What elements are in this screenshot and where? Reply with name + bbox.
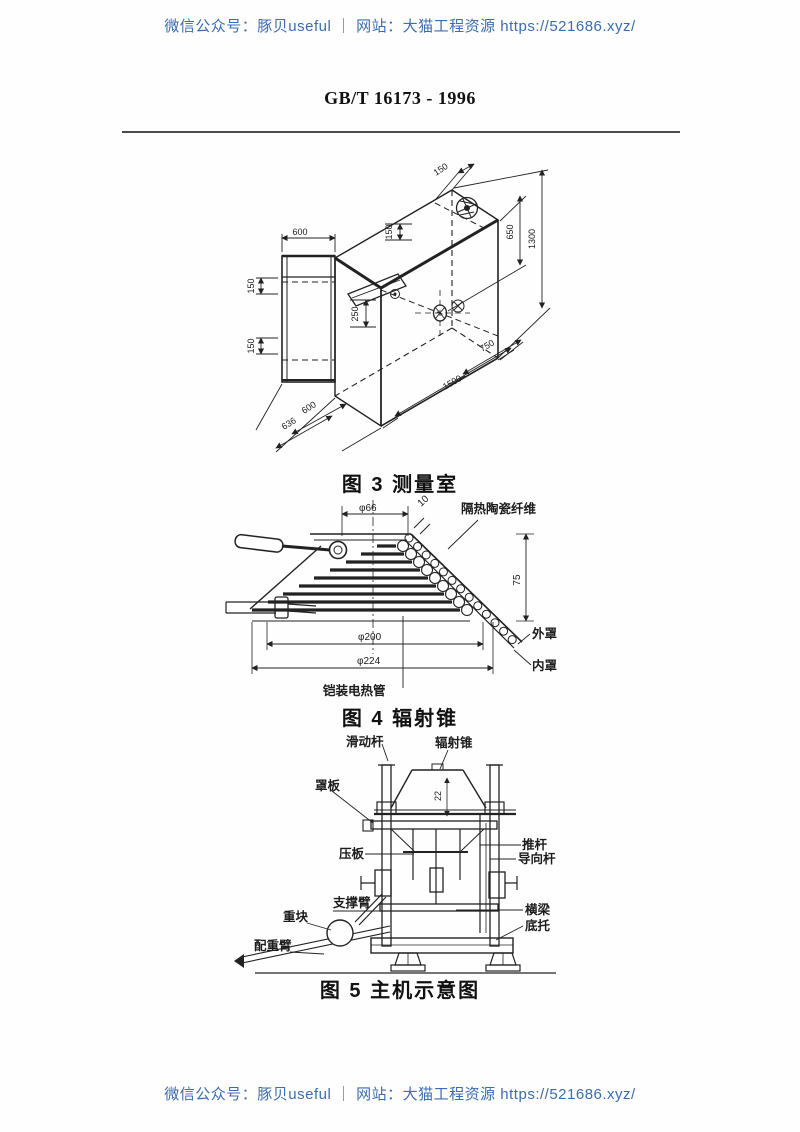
- figure5-dimensions: 22: [433, 777, 450, 817]
- base-and-feet: [255, 937, 556, 974]
- figure4-dimensions: φ66 10 75 φ200 φ224: [251, 493, 534, 674]
- label-bottom-support: 底托: [525, 918, 551, 933]
- fan-icon: [455, 196, 479, 220]
- dim-150-left-a: 150: [246, 278, 256, 293]
- figure5-caption: 图 5 主机示意图: [319, 980, 481, 1002]
- radiation-cone-shape: [390, 763, 487, 809]
- fiber-coil: [404, 533, 517, 645]
- label-sliding-rod: 滑动杆: [346, 734, 384, 749]
- dim-600-bottom: 600: [300, 399, 318, 415]
- dim-600-top: 600: [292, 227, 307, 237]
- dim-150-top: 150: [432, 161, 450, 178]
- figure3-caption: 图 3 测量室: [341, 474, 459, 496]
- dim-150-left-b: 150: [246, 338, 256, 353]
- footer-watermark: 微信公众号：豚贝useful ｜ 网站：大猫工程资源 https://52168…: [164, 1086, 636, 1103]
- dim-650: 650: [505, 224, 515, 239]
- label-outer-cover: 外罩: [531, 626, 558, 641]
- dim-phi200: φ200: [358, 632, 382, 643]
- dim-1300: 1300: [527, 229, 537, 249]
- dim-phi224: φ224: [357, 656, 381, 667]
- figure5-part-labels: 滑动杆 辐射锥 罩板 压板 推杆 导向杆 支撑臂 横梁 底托 重块 配重臂: [254, 734, 556, 955]
- label-ceramic-fiber: 隔热陶瓷纤维: [461, 501, 537, 516]
- figure3-dimensions: 150 1300 650 600 150 150 250: [246, 161, 551, 453]
- dim-150-mid: 150: [384, 224, 394, 239]
- figure4-caption: 图 4 辐射锥: [341, 708, 459, 730]
- dim-250: 250: [350, 306, 360, 321]
- weight-circle: [326, 919, 354, 947]
- side-panel: [281, 254, 336, 383]
- label-push-rod: 推杆: [522, 837, 548, 852]
- standard-number-title: GB/T 16173 - 1996: [324, 88, 476, 108]
- label-guide-rod: 导向杆: [518, 851, 556, 866]
- handle: [234, 533, 348, 560]
- label-support-arm: 支撑臂: [332, 895, 371, 910]
- counterweight-assembly: [234, 919, 391, 968]
- label-inner-cover: 内罩: [532, 658, 558, 673]
- dim-750: 750: [478, 338, 496, 354]
- figure5-drawing: 22 滑动杆 辐射锥 罩板 压板 推杆 导向杆 支撑臂 横梁 底托 重块 配重臂: [234, 734, 556, 974]
- dim-75: 75: [512, 574, 523, 586]
- dim-10: 10: [416, 493, 432, 509]
- label-cover-plate: 罩板: [315, 778, 341, 793]
- figure4-part-labels: 隔热陶瓷纤维 外罩 内罩 铠装电热管: [322, 501, 558, 698]
- frame-structure: [354, 764, 518, 947]
- figure4-drawing: φ66 10 75 φ200 φ224 隔热陶瓷纤维 外罩 内罩 铠装电热管: [225, 493, 558, 698]
- label-weight: 重块: [283, 909, 309, 924]
- label-heater-tube: 铠装电热管: [322, 683, 386, 698]
- dim-636: 636: [280, 415, 298, 431]
- label-counterweight-arm: 配重臂: [254, 938, 292, 953]
- label-press-plate: 压板: [339, 846, 365, 861]
- heater-tubes: [252, 539, 474, 617]
- sample-door: [347, 273, 465, 313]
- port-circle: [415, 290, 470, 338]
- label-radiation-cone: 辐射锥: [435, 735, 473, 750]
- label-cross-beam: 横梁: [525, 902, 551, 917]
- header-watermark: 微信公众号：豚贝useful ｜ 网站：大猫工程资源 https://52168…: [164, 18, 636, 35]
- figure3-drawing: 150 1300 650 600 150 150 250: [246, 161, 551, 453]
- dim-phi66: φ66: [359, 503, 377, 514]
- dim-22: 22: [433, 791, 443, 801]
- cone-shell: [249, 533, 523, 649]
- lead-rod: [225, 596, 317, 619]
- header-rule: [122, 131, 680, 133]
- dim-1500: 1500: [441, 373, 463, 392]
